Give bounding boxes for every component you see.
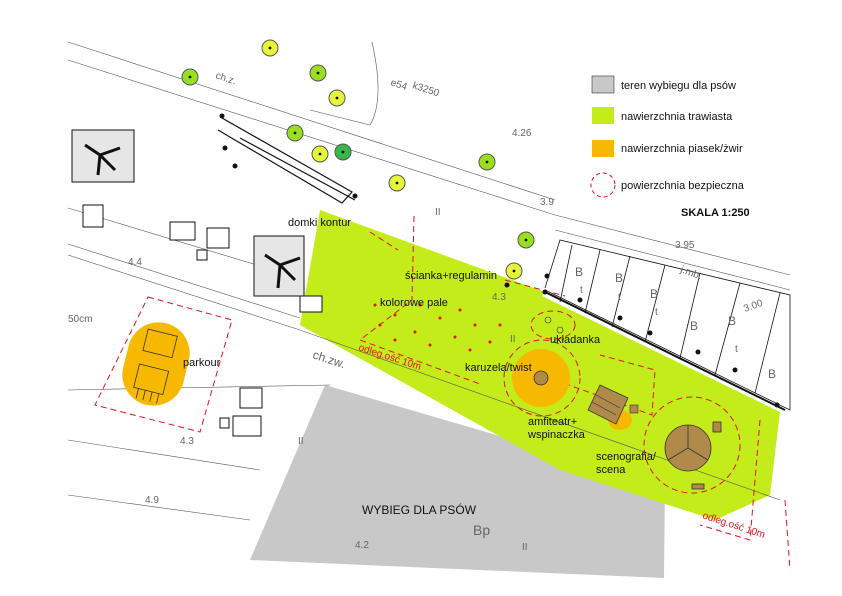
plan-b-5: B [728,314,736,328]
legend-label-safety: powierzchnia bezpieczna [621,180,745,192]
plan-t-3: t [655,307,658,318]
legend-swatch-safety [590,172,616,198]
label-amfiteatr-2: wspinaczka [527,429,586,441]
sand-areas [122,322,632,430]
play-houses [71,129,305,297]
plan-3-9: 3.9 [540,197,554,208]
plan-b-2: B [615,271,623,285]
plan-b-6: B [768,367,776,381]
street-lines [67,41,791,521]
legend-swatch-dog-area [591,75,615,94]
label-parkour: parkour [183,357,221,369]
plan-b-4: B [690,319,698,333]
plan-4-4: 4.4 [128,257,142,268]
plan-4-26: 4.26 [512,128,532,139]
label-wybieg: WYBIEG DLA PSÓW [362,502,477,517]
plan-b-3: B [650,287,658,301]
building-row [544,239,791,411]
plan-bp: Bp [473,522,490,538]
curb [217,117,356,204]
parkour-structure [133,328,178,404]
legend-swatch-grass [592,107,614,124]
bollards [219,113,780,408]
plan-cm: 50cm [68,314,92,325]
plan-t-4: t [735,344,738,355]
label-scenografia-1: scenografia/ [596,451,657,463]
label-amfiteatr-1: amfiteatr+ [528,416,577,428]
safety-zones [94,215,791,571]
label-kolorowe-pale: kolorowe pale [380,297,448,309]
trees [181,39,535,280]
plan-ii-4: II [522,542,528,553]
plan-4-9: 4.9 [145,495,159,506]
label-karuzela: karuzela/twist [465,362,532,374]
plan-4-3-b: 4.3 [180,436,194,447]
plan-4-2: 4.2 [355,540,369,551]
scale-label: SKALA 1:250 [681,207,750,219]
carousel-center [533,370,549,386]
plan-4-3-a: 4.3 [492,292,506,303]
plan-b-1: B [575,265,583,279]
puzzle [544,316,564,334]
plan-e54: e54 [389,77,409,93]
legend-label-sand: nawierzchnia piasek/żwir [621,143,743,155]
colorful-poles [373,303,502,352]
label-domki-kontur: domki kontur [288,217,351,229]
plan-t-2: t [618,292,621,303]
plan-ii-3: II [298,436,304,447]
dog-run-area [250,385,665,578]
label-scianka: ścianka+regulamin [405,270,497,282]
plan-ii-1: II [435,207,441,218]
legend-label-dog-area: teren wybiegu dla psów [621,80,736,92]
label-scenografia-2: scena [596,464,626,476]
legend-swatch-sand [592,140,614,157]
plan-ii-2: II [510,334,516,345]
amphitheatre-structure [587,384,639,425]
legend-label-grass: nawierzchnia trawiasta [621,111,733,123]
parkour-sand [122,322,190,406]
legend: teren wybiegu dla psów nawierzchnia traw… [590,75,750,219]
plan-t-1: t [580,285,583,296]
label-ukladanka: układanka [550,334,601,346]
hatched-blocks [82,204,323,437]
stage [664,421,722,490]
plan-3-95: 3.95 [675,240,695,251]
